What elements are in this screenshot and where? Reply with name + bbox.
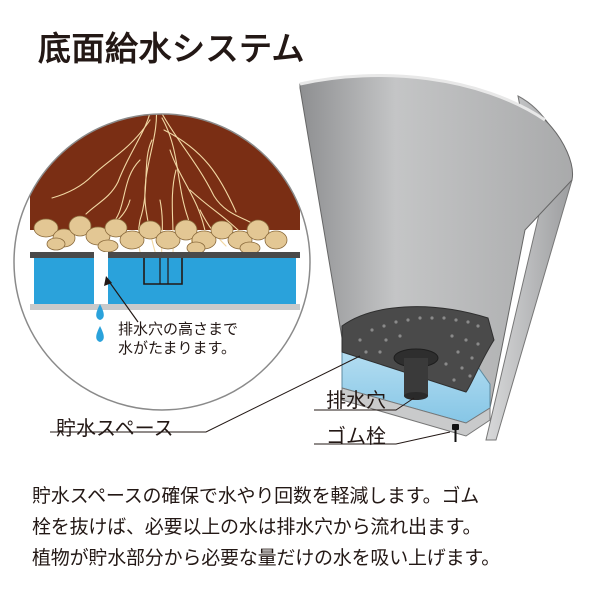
- tray-holes: [358, 316, 480, 382]
- pebbles: [33, 215, 288, 255]
- inset-tray: [30, 252, 300, 258]
- storage-leader: [50, 355, 361, 433]
- description-line: 貯水スペースの確保で水やり回数を軽減します。ゴム: [32, 485, 480, 507]
- page-title: 底面給水システム: [38, 29, 306, 68]
- description-line: 栓を抜けば、必要以上の水は排水穴から流れ出ます。: [32, 516, 482, 538]
- drain-column: [404, 358, 428, 396]
- inset-wick-basket: [143, 258, 183, 285]
- description-line: 植物が貯水部分から必要な量だけの水を吸い上げます。: [32, 547, 501, 569]
- inset-callout: 排水穴の高さまで 水がたまります。: [118, 320, 238, 358]
- description: 貯水スペースの確保で水やり回数を軽減します。ゴム 栓を抜けば、必要以上の水は排水…: [32, 481, 592, 574]
- water-drop-icon: [96, 304, 104, 342]
- inset-detail: [13, 113, 311, 411]
- leader-lines: [50, 355, 451, 445]
- inset-callout-line-2: 水がたまります。: [118, 339, 237, 357]
- inset-pot-base: [30, 304, 300, 310]
- inset-border: [13, 113, 311, 411]
- rubber-plug-label: ゴム栓: [326, 424, 386, 448]
- callout-arrow-icon: [104, 276, 139, 323]
- storage-space-label: 貯水スペース: [56, 416, 174, 440]
- drain-hole-label: 排水穴: [326, 388, 386, 412]
- pot-rim: [299, 74, 546, 122]
- pot-cutaway: [299, 74, 574, 442]
- drain-leader: [314, 397, 415, 411]
- inset-drain-gap: [94, 252, 108, 310]
- plug-leader: [314, 431, 451, 445]
- inset-water: [34, 258, 296, 304]
- inset-callout-line-1: 排水穴の高さまで: [118, 320, 239, 338]
- rubber-plug-icon: [452, 424, 459, 442]
